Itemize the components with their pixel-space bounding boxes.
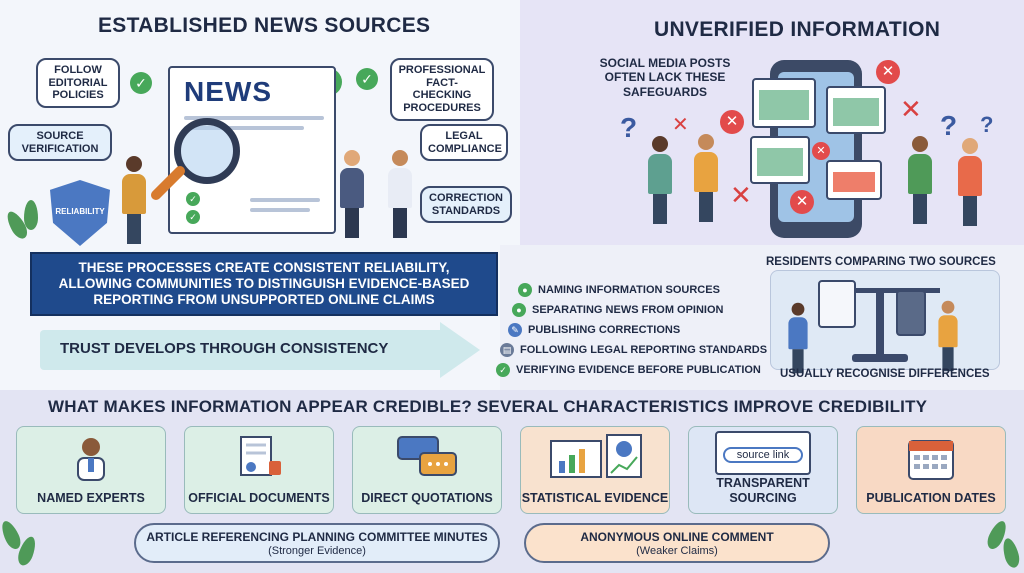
- practice-item: ●SEPARATING NEWS FROM OPINION: [512, 303, 724, 317]
- feature-card-publication-dates: PUBLICATION DATES: [856, 426, 1006, 514]
- trust-text: TRUST DEVELOPS THROUGH CONSISTENCY: [60, 340, 389, 357]
- banner-text: THESE PROCESSES CREATE CONSISTENT RELIAB…: [58, 260, 470, 308]
- person-reporter: [388, 150, 412, 238]
- bubble-editorial-policies: FOLLOW EDITORIAL POLICIES: [36, 58, 120, 108]
- person-reporter: [122, 156, 146, 244]
- question-mark-icon: ?: [940, 110, 958, 141]
- person-reading-phone: [958, 138, 982, 226]
- strong-evidence-example: ARTICLE REFERENCING PLANNING COMMITTEE M…: [134, 523, 500, 563]
- bubble-fact-checking: PROFESSIONAL FACT-CHECKING PROCEDURES: [390, 58, 494, 121]
- arrow-head-icon: [440, 322, 480, 378]
- shield-label: RELIABILITY: [55, 207, 105, 216]
- bubble-source-verification: SOURCE VERIFICATION: [8, 124, 112, 162]
- social-post-card: [826, 160, 882, 200]
- document-stamp-icon: [231, 433, 287, 488]
- practice-item: ▤FOLLOWING LEGAL REPORTING STANDARDS: [500, 343, 767, 357]
- person-reading-phone: [648, 136, 672, 224]
- speech-bubbles-icon: [392, 433, 462, 488]
- source-link-button: source link: [723, 447, 803, 463]
- bubble-legal-compliance: LEGAL COMPLIANCE: [420, 124, 508, 162]
- question-mark-icon: ?: [980, 112, 994, 137]
- comparison-caption: USUALLY RECOGNISE DIFFERENCES: [780, 368, 990, 380]
- weak-claims-example: ANONYMOUS ONLINE COMMENT (Weaker Claims): [524, 523, 830, 563]
- person-icon: ●: [518, 283, 532, 297]
- trust-arrow: [40, 330, 440, 370]
- feature-card-statistical-evidence: STATISTICAL EVIDENCE: [520, 426, 670, 514]
- person-reading-phone: [908, 136, 932, 224]
- magnifier-icon: [174, 118, 240, 184]
- check-icon: ✓: [496, 363, 510, 377]
- check-icon: ✓: [186, 210, 200, 224]
- feature-card-transparent-sourcing: source link TRANSPARENT SOURCING: [688, 426, 838, 514]
- feature-card-direct-quotations: DIRECT QUOTATIONS: [352, 426, 502, 514]
- people-icon: ●: [512, 303, 526, 317]
- practice-item: ✓VERIFYING EVIDENCE BEFORE PUBLICATION: [496, 363, 761, 377]
- x-icon: ✕: [720, 110, 744, 134]
- check-icon: ✓: [186, 192, 200, 206]
- check-icon: ✓: [356, 68, 378, 90]
- newspaper-icon: [818, 280, 856, 328]
- x-icon: ✕: [812, 142, 830, 160]
- x-icon: ✕: [672, 114, 689, 136]
- person-comparing: [788, 302, 808, 374]
- scale-base: [852, 354, 908, 362]
- leaf-icon: [24, 200, 38, 230]
- bubble-correction-standards: CORRECTION STANDARDS: [420, 186, 512, 224]
- social-post-card: [826, 86, 886, 134]
- social-post-card: [752, 78, 816, 128]
- chart-icon: [545, 433, 645, 488]
- pencil-icon: ✎: [508, 323, 522, 337]
- comparison-title: RESIDENTS COMPARING TWO SOURCES: [766, 256, 996, 268]
- doctor-icon: [66, 433, 116, 488]
- question-mark-icon: ?: [620, 112, 638, 143]
- established-news-title: ESTABLISHED NEWS SOURCES: [98, 14, 431, 37]
- person-reading-phone: [694, 134, 718, 222]
- x-icon: ✕: [900, 94, 922, 124]
- person-reporter: [340, 150, 364, 238]
- x-icon: ✕: [730, 180, 752, 210]
- reliability-banner: THESE PROCESSES CREATE CONSISTENT RELIAB…: [30, 252, 498, 316]
- comparison-illustration: [770, 270, 1000, 370]
- feature-card-named-experts: NAMED EXPERTS: [16, 426, 166, 514]
- newspaper-title: NEWS: [184, 76, 272, 107]
- x-icon: ✕: [876, 60, 900, 84]
- credibility-title: WHAT MAKES INFORMATION APPEAR CREDIBLE? …: [48, 397, 928, 416]
- practice-item: ✎PUBLISHING CORRECTIONS: [508, 323, 680, 337]
- phone-icon: [896, 290, 926, 336]
- practice-item: ●NAMING INFORMATION SOURCES: [518, 283, 720, 297]
- x-icon: ✕: [790, 190, 814, 214]
- scale-post: [876, 290, 884, 358]
- document-icon: ▤: [500, 343, 514, 357]
- browser-link-icon: source link: [715, 431, 811, 475]
- feature-card-official-documents: OFFICIAL DOCUMENTS: [184, 426, 334, 514]
- social-media-note: SOCIAL MEDIA POSTS OFTEN LACK THESE SAFE…: [599, 56, 731, 99]
- unverified-info-title: UNVERIFIED INFORMATION: [654, 18, 941, 41]
- person-comparing: [938, 300, 958, 372]
- social-post-card: [750, 136, 810, 184]
- check-icon: ✓: [130, 72, 152, 94]
- calendar-icon: [903, 433, 959, 488]
